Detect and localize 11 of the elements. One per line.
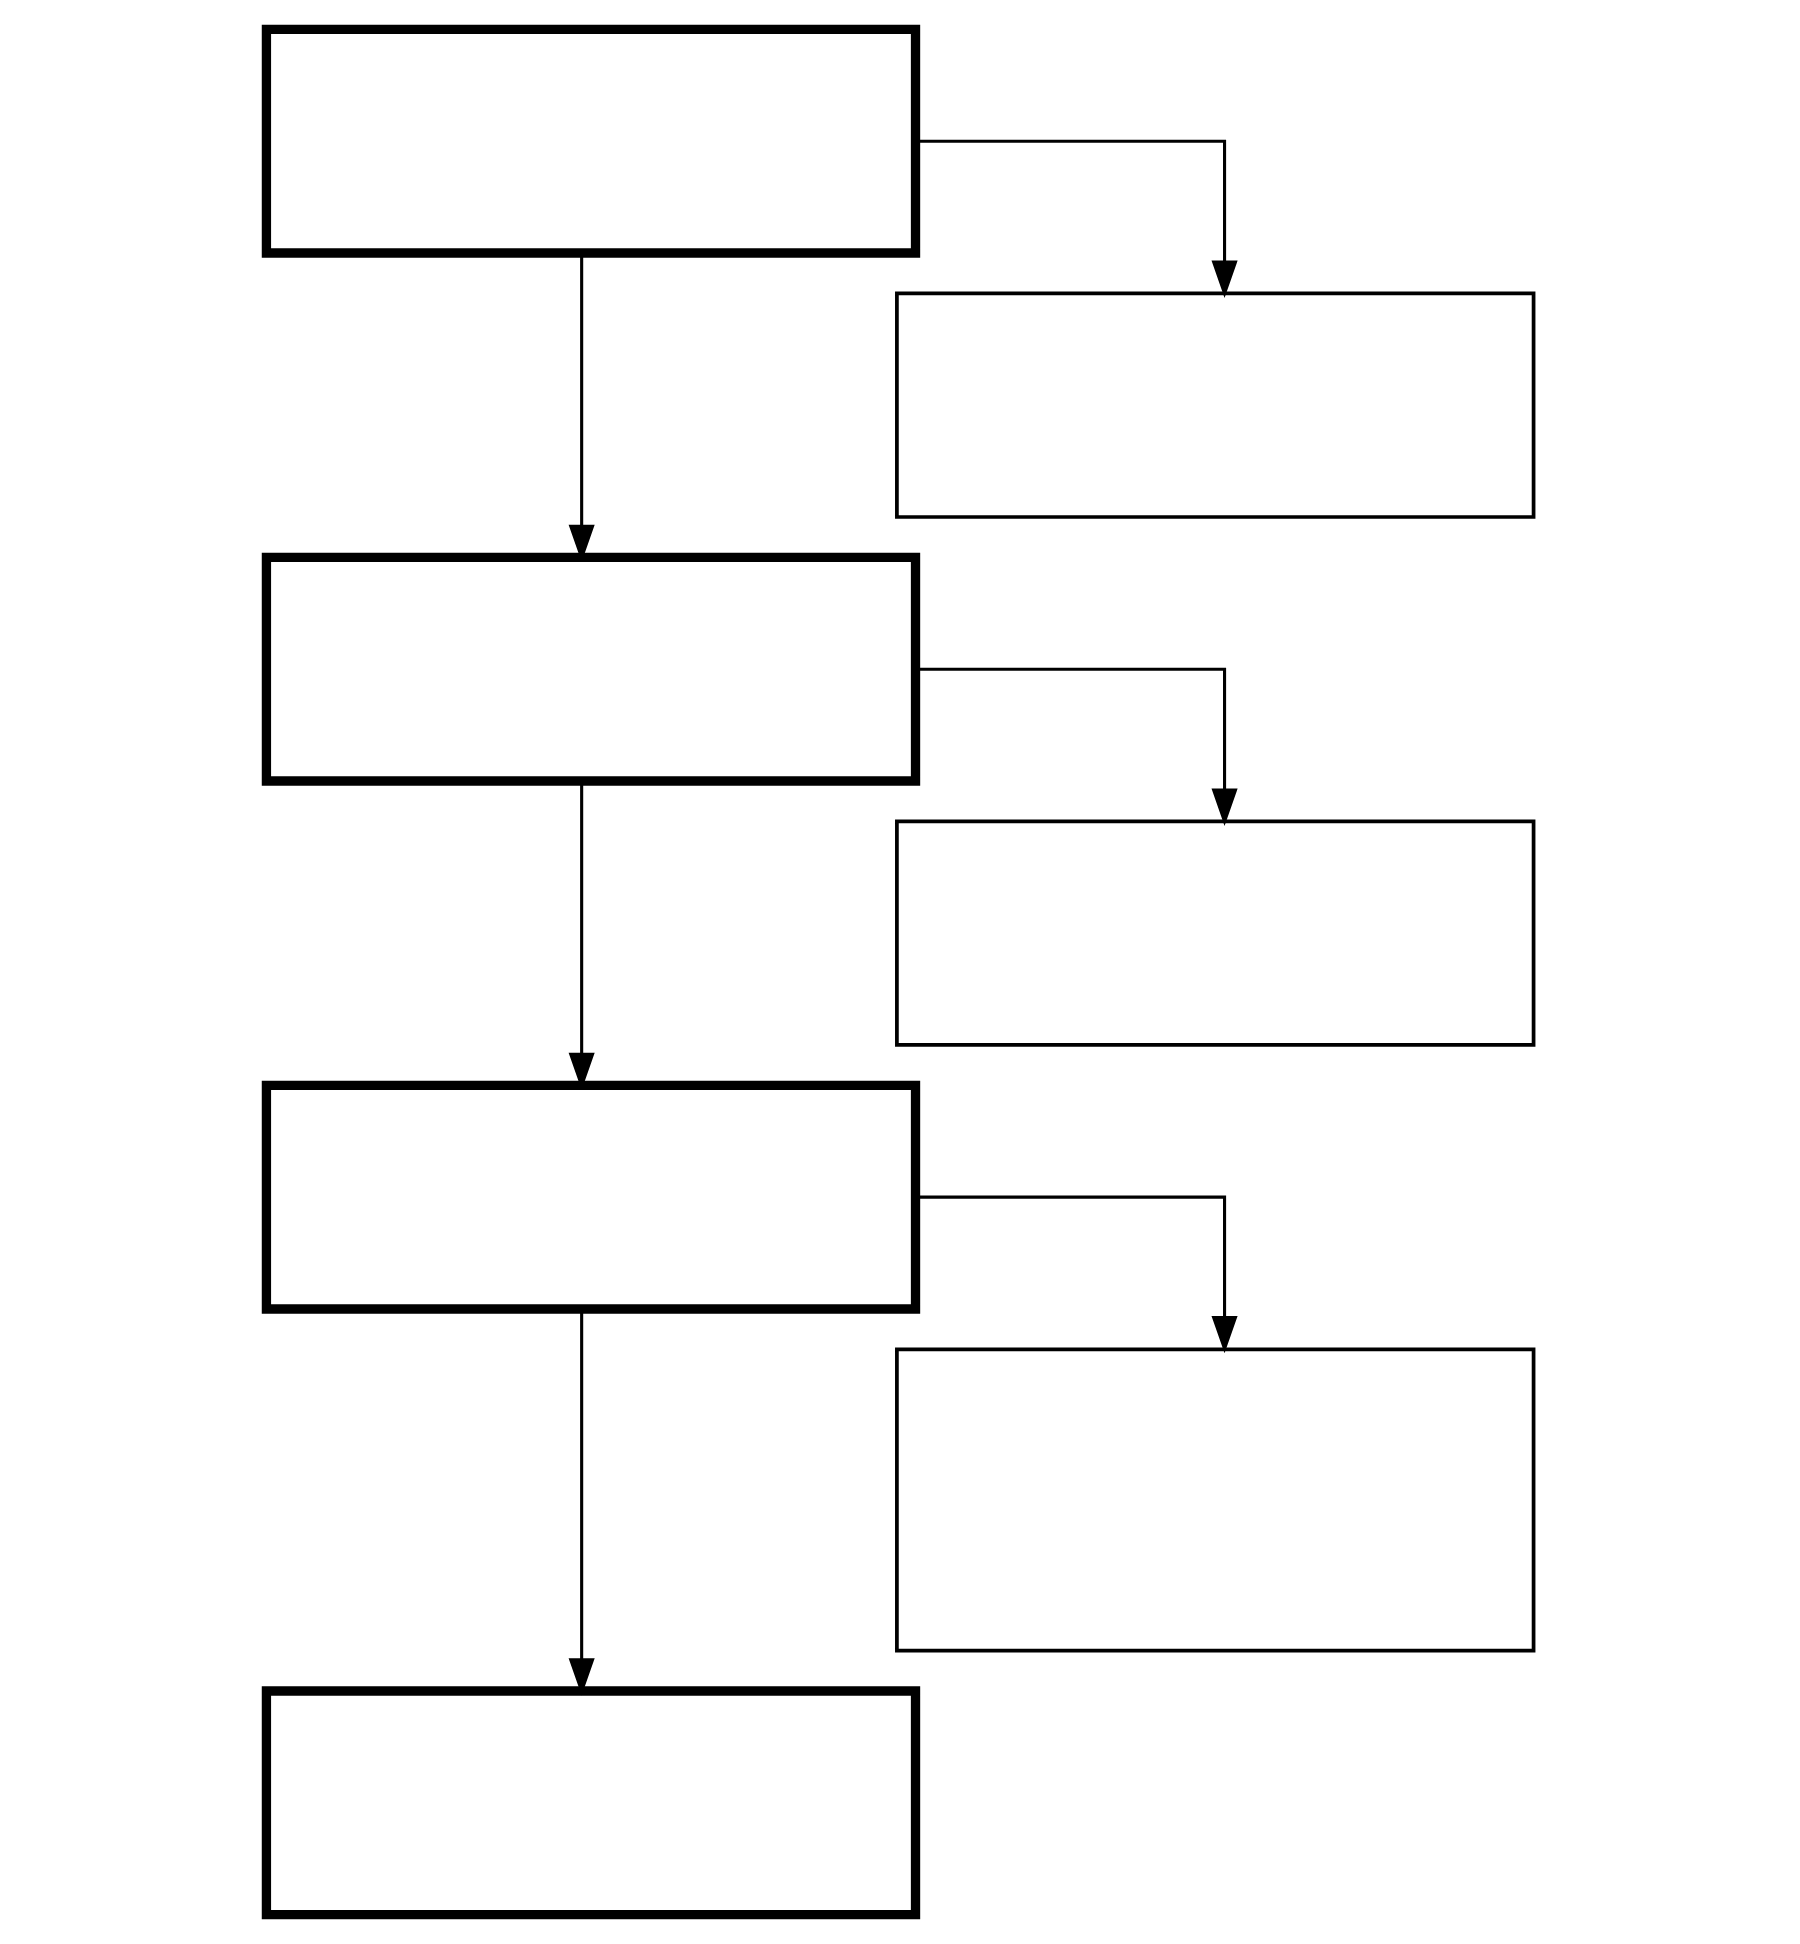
node-box [261, 552, 921, 786]
node-box [895, 819, 1536, 1047]
arrow [916, 1195, 1238, 1354]
arrow [568, 1309, 595, 1696]
node-box [895, 1347, 1536, 1653]
node-box [261, 1686, 921, 1920]
arrow [916, 667, 1238, 826]
node-box [261, 1080, 921, 1314]
arrow [916, 139, 1238, 298]
node-box [261, 24, 921, 258]
node-box [895, 291, 1536, 519]
